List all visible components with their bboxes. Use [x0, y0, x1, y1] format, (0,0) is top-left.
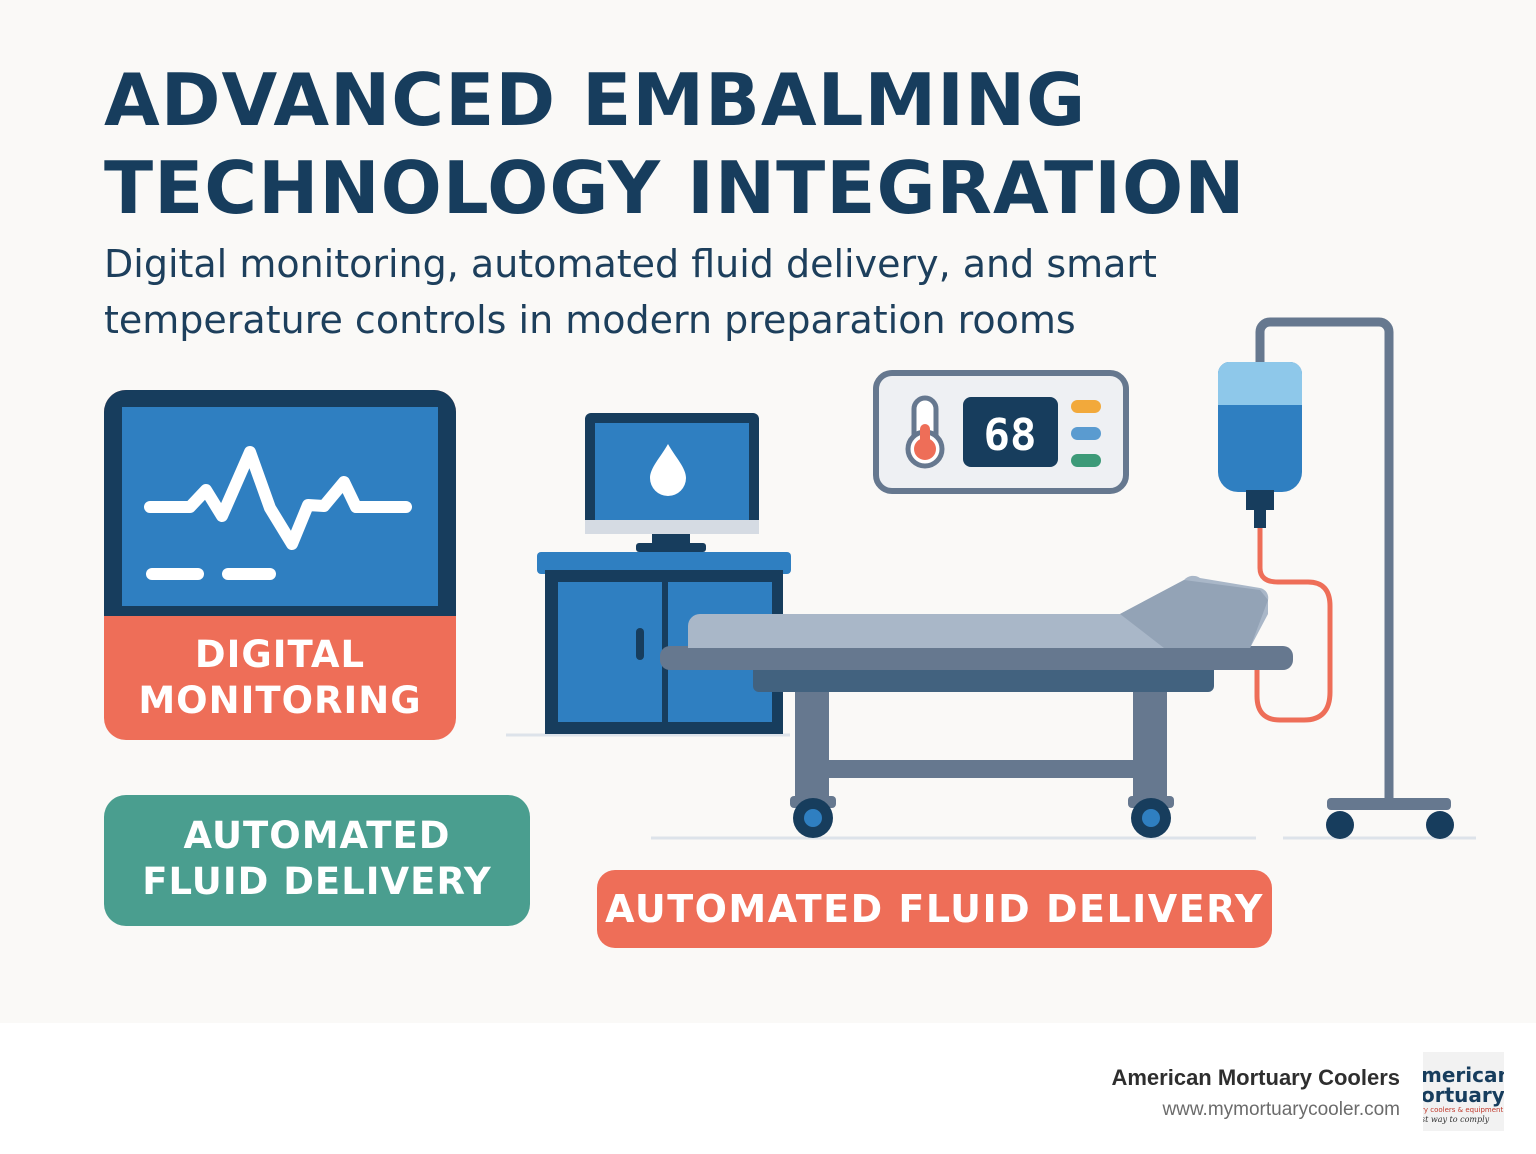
iv-stand: [1217, 317, 1454, 839]
title-line-2: TECHNOLOGY INTEGRATION: [104, 146, 1246, 230]
automated-fluid-delivery-line-1: AUTOMATED: [183, 814, 451, 857]
thermometer-icon: [905, 395, 945, 469]
automated-fluid-delivery-banner: AUTOMATED FLUID DELIVERY: [597, 870, 1272, 948]
title-line-1: ADVANCED EMBALMING: [104, 58, 1087, 142]
company-logo: merican ortuary ry coolers & equipment s…: [1423, 1052, 1504, 1131]
illustration-scene: 68: [104, 317, 1476, 840]
page-subtitle: Digital monitoring, automated fluid deli…: [104, 236, 1304, 348]
page-title: ADVANCED EMBALMING TECHNOLOGY INTEGRATIO…: [104, 56, 1404, 232]
thermostat-reading: 68: [984, 410, 1037, 461]
digital-monitoring-label: DIGITAL MONITORING: [104, 616, 456, 740]
footer: American Mortuary Coolers www.mymortuary…: [0, 1023, 1536, 1154]
digital-monitoring-panel: [104, 390, 456, 740]
automated-fluid-delivery-card: AUTOMATED FLUID DELIVERY: [104, 795, 530, 926]
embalming-table: [660, 575, 1293, 838]
subtitle-line-1: Digital monitoring, automated fluid deli…: [104, 242, 1157, 286]
automated-fluid-delivery-line-2: FLUID DELIVERY: [142, 860, 492, 903]
logo-line-3: ry coolers & equipment: [1423, 1106, 1503, 1114]
digital-monitoring-label-line-2: MONITORING: [138, 679, 422, 722]
digital-monitoring-label-line-1: DIGITAL: [194, 633, 366, 676]
thermostat-panel: 68: [873, 370, 1129, 494]
logo-line-1: merican: [1423, 1063, 1504, 1087]
subtitle-line-2: temperature controls in modern preparati…: [104, 298, 1076, 342]
brand-name: American Mortuary Coolers: [1111, 1065, 1400, 1090]
logo-line-4: st way to comply: [1423, 1115, 1490, 1124]
logo-line-2: ortuary: [1423, 1083, 1504, 1107]
brand-url[interactable]: www.mymortuarycooler.com: [1162, 1099, 1400, 1120]
droplet-icon: [650, 444, 686, 496]
heartbeat-icon: [144, 446, 412, 550]
computer-monitor: [585, 413, 759, 552]
